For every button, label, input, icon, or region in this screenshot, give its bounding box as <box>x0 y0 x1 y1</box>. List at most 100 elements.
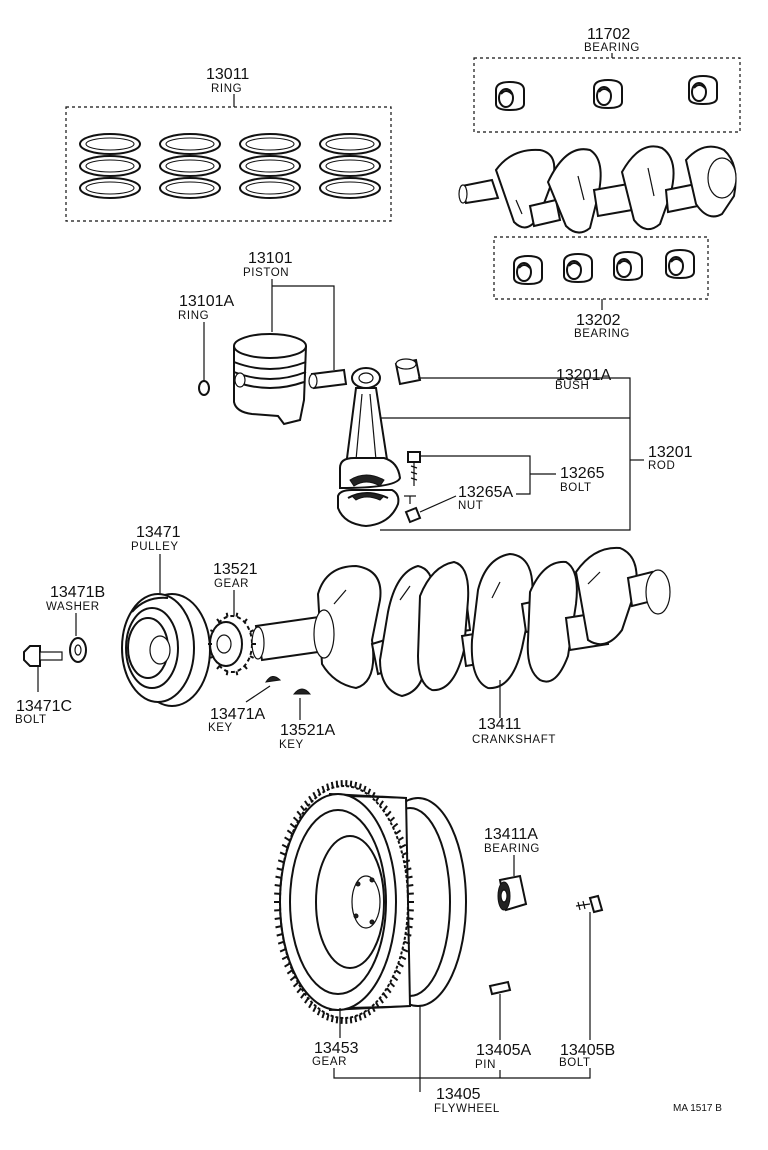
gear-tooth <box>375 1002 380 1009</box>
gear-tooth <box>225 612 229 617</box>
part-number-13471: 13471 <box>136 524 181 541</box>
timing-gear-teeth <box>208 612 256 676</box>
gear-tooth <box>300 805 306 812</box>
part-number-13405A: 13405A <box>476 1042 531 1059</box>
part-number-13411: 13411 <box>478 716 521 733</box>
piston-pin-snap-ring[interactable] <box>198 380 210 396</box>
gear-tooth <box>386 810 392 817</box>
part-number-13471A: 13471A <box>210 706 265 723</box>
part-name-13453: GEAR <box>312 1056 347 1068</box>
pulley-washer[interactable] <box>69 637 87 663</box>
connecting-rod[interactable] <box>337 367 402 528</box>
gear-tooth <box>405 933 412 937</box>
main-bearing-upper-set[interactable] <box>473 57 741 133</box>
gear-tooth <box>281 955 288 961</box>
gear-tooth <box>321 1011 326 1019</box>
rod-nut[interactable] <box>404 506 422 524</box>
gear-tooth <box>284 836 291 842</box>
gear-tooth <box>275 925 282 929</box>
gear-tooth <box>358 783 362 790</box>
gear-tooth <box>300 992 306 999</box>
crankshaft-timing-gear[interactable] <box>209 615 253 673</box>
part-name-13471A: KEY <box>208 722 233 734</box>
gear-tooth <box>209 629 215 633</box>
gear-tooth <box>402 851 409 856</box>
gear-tooth <box>209 655 215 659</box>
gear-tooth <box>403 859 411 864</box>
flywheel-bolt[interactable] <box>575 894 604 914</box>
gear-tooth <box>367 1009 372 1016</box>
gear-tooth <box>358 1014 362 1021</box>
gear-tooth <box>279 948 286 953</box>
gear-tooth <box>289 822 296 829</box>
gear-tooth <box>362 785 367 793</box>
gear-tooth <box>397 962 404 968</box>
gear-tooth <box>279 851 286 856</box>
gear-tooth <box>354 1016 358 1023</box>
part-name-13521: GEAR <box>214 578 249 590</box>
piston-ring-set[interactable] <box>65 106 392 222</box>
part-number-13471B: 13471B <box>50 584 105 601</box>
pilot-bearing[interactable] <box>497 874 528 912</box>
gear-tooth <box>362 1011 367 1019</box>
crankshaft-pulley[interactable] <box>121 593 211 707</box>
part-number-13201A: 13201A <box>556 367 611 384</box>
gear-tooth <box>275 875 282 879</box>
gear-tooth <box>312 791 317 799</box>
part-name-13471C: BOLT <box>15 714 47 726</box>
gear-tooth <box>335 780 339 787</box>
ring-group-3 <box>239 133 301 199</box>
gear-tooth <box>274 884 281 887</box>
connecting-rod-bush[interactable] <box>394 358 422 386</box>
part-name-13011: RING <box>211 83 242 95</box>
figure-reference-code: MA 1517 B <box>673 1103 722 1114</box>
part-number-13471C: 13471C <box>16 698 72 715</box>
gear-tooth <box>321 785 326 793</box>
part-name-13405A: PIN <box>475 1059 496 1071</box>
gear-tooth <box>296 987 302 994</box>
piston[interactable] <box>233 333 307 426</box>
flywheel-pin[interactable] <box>488 980 512 996</box>
gear-tooth <box>316 788 321 795</box>
gear-tooth <box>243 618 248 623</box>
gear-tooth <box>277 940 285 945</box>
gear-tooth <box>225 671 229 676</box>
part-number-13521: 13521 <box>213 561 258 578</box>
part-name-13101A: RING <box>178 310 209 322</box>
gear-tooth <box>281 843 288 849</box>
gear-tooth <box>308 1002 313 1009</box>
part-name-13201A: BUSH <box>555 380 589 392</box>
gear-tooth <box>349 780 353 787</box>
gear-tooth <box>406 925 413 929</box>
part-number-13202: 13202 <box>576 312 621 329</box>
part-number-13265: 13265 <box>560 465 605 482</box>
pulley-key[interactable] <box>265 676 282 683</box>
gear-tooth <box>405 867 412 871</box>
gear-tooth <box>330 781 334 788</box>
gear-tooth <box>335 1017 339 1024</box>
crankshaft[interactable] <box>251 546 671 698</box>
gear-key[interactable] <box>292 688 312 695</box>
rod-bolt[interactable] <box>407 451 421 486</box>
part-name-13265A: NUT <box>458 500 483 512</box>
part-name-13411: CRANKSHAFT <box>472 734 556 746</box>
gear-tooth <box>349 1017 353 1024</box>
part-name-13521A: KEY <box>279 739 304 751</box>
gear-tooth <box>216 665 221 670</box>
flywheel[interactable] <box>279 785 467 1019</box>
gear-tooth <box>407 917 414 920</box>
part-number-13411A: 13411A <box>484 826 538 843</box>
pulley-bolt[interactable] <box>23 645 63 667</box>
part-name-13201: ROD <box>648 460 675 472</box>
gear-tooth <box>292 816 299 823</box>
gear-tooth <box>392 975 399 982</box>
part-number-13101: 13101 <box>248 250 293 267</box>
gear-tooth <box>308 795 313 802</box>
main-bearing-lower-set[interactable] <box>493 236 709 300</box>
gear-tooth <box>277 859 285 864</box>
gear-tooth <box>304 997 310 1004</box>
piston-pin[interactable] <box>308 368 348 390</box>
gear-tooth <box>392 822 399 829</box>
gear-tooth <box>326 783 330 790</box>
